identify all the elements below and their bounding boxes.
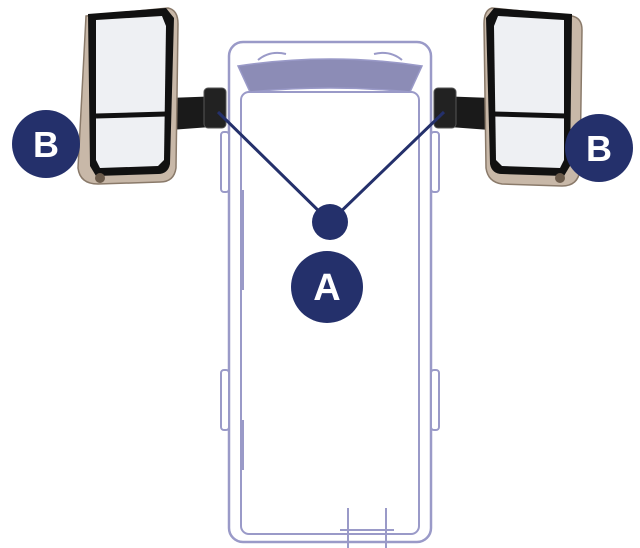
wheel-well-right-front	[431, 132, 439, 192]
right-mirror-mount	[434, 88, 456, 128]
wheel-well-left-front	[221, 132, 229, 192]
right-mirror-glass	[494, 16, 564, 168]
callout-b-left: B	[12, 110, 80, 178]
leader-junction-dot	[312, 204, 348, 240]
left-mirror-light	[95, 173, 105, 183]
left-mirror-glass	[96, 16, 166, 168]
callout-b-right-label: B	[586, 128, 612, 169]
callout-b-left-label: B	[33, 124, 59, 165]
wheel-well-right-rear	[431, 370, 439, 430]
wheel-well-left-rear	[221, 370, 229, 430]
left-mirror-mount	[204, 88, 226, 128]
right-mirror-split	[494, 114, 566, 116]
right-mirror-light	[555, 173, 565, 183]
windshield	[238, 59, 422, 92]
callout-a: A	[291, 251, 363, 323]
left-mirror	[78, 8, 226, 184]
callout-a-label: A	[313, 267, 340, 309]
left-mirror-split	[96, 114, 166, 116]
right-mirror	[434, 8, 582, 186]
callout-b-right: B	[565, 114, 633, 182]
